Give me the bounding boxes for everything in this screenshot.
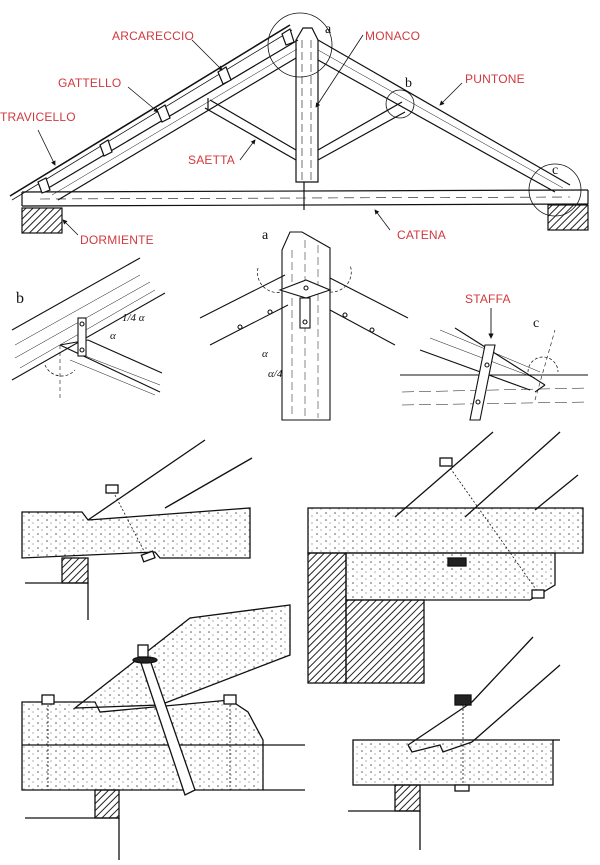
detail-c: [400, 308, 589, 421]
label-saetta: SAETTA: [188, 153, 235, 167]
label-monaco: MONACO: [365, 29, 421, 43]
right-rafter: [317, 39, 571, 193]
king-post-monaco: [295, 27, 319, 210]
node-letter-c-detail: c: [533, 316, 540, 331]
angle-quarter-alpha: 1/4 α: [122, 312, 145, 324]
detail-circle-c: [528, 163, 582, 217]
left-support: [21, 207, 63, 234]
detail-circle-b: [385, 89, 415, 119]
node-letter-c-main: c: [552, 163, 559, 178]
detail-b: [11, 257, 166, 400]
angle-alpha-b: α: [110, 330, 116, 342]
detail-a: [199, 231, 409, 421]
left-strut-saetta: [204, 98, 297, 161]
right-support: [547, 204, 589, 231]
right-strut-saetta: [317, 101, 406, 161]
angle-alpha-over-4: α/4: [268, 368, 283, 380]
label-staffa: STAFFA: [465, 292, 511, 306]
main-truss: [9, 12, 589, 236]
label-dormiente: DORMIENTE: [80, 233, 154, 247]
label-gattello: GATTELLO: [58, 76, 122, 90]
node-letter-a-detail: a: [262, 228, 269, 243]
tie-beam-catena: [21, 189, 589, 207]
joint-detail-bolted: [21, 439, 253, 620]
node-letter-b-detail: b: [16, 290, 24, 307]
joint-detail-tooth-bolt: [348, 636, 561, 850]
label-puntone: PUNTONE: [465, 72, 525, 86]
joint-detail-stirrup-bolt: [21, 604, 305, 860]
detail-circle-a: [267, 12, 333, 78]
angle-alpha-a: α: [262, 348, 268, 360]
purlins: [37, 28, 295, 194]
left-rafter: [44, 39, 299, 201]
label-catena: CATENA: [397, 228, 446, 242]
joint-detail-double-tooth: [307, 431, 584, 684]
travicello-line: [9, 24, 291, 197]
node-letter-a-main: a: [325, 22, 332, 37]
label-travicello: TRAVICELLO: [0, 110, 76, 124]
label-arcareccio: ARCARECCIO: [112, 29, 195, 43]
node-letter-b-main: b: [405, 76, 412, 91]
